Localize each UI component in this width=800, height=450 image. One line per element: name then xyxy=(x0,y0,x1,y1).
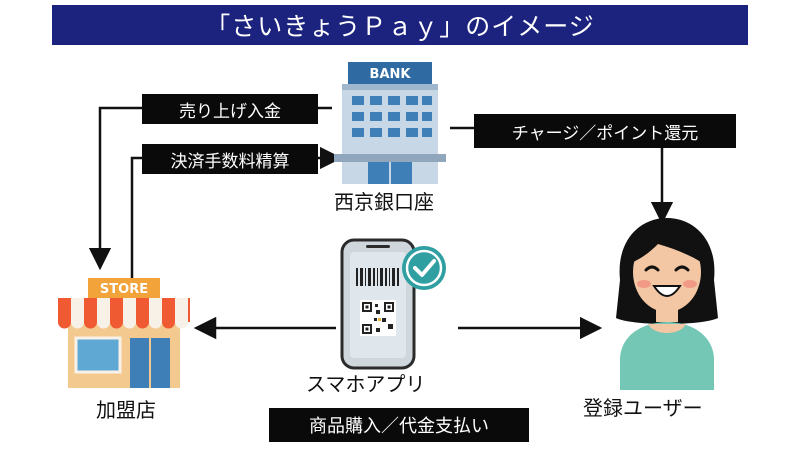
bank-building-icon: BANK xyxy=(334,62,446,184)
fee-label: 決済手数料精算 xyxy=(142,144,318,174)
store-sign-text: STORE xyxy=(100,282,148,297)
store-icon: STORE xyxy=(58,278,190,388)
user-person-icon xyxy=(616,218,718,390)
store-caption: 加盟店 xyxy=(96,398,156,422)
smartphone-qr-icon xyxy=(340,238,446,370)
charge-label-text: チャージ／ポイント還元 xyxy=(511,123,699,144)
charge-label: チャージ／ポイント還元 xyxy=(474,114,736,148)
user-caption: 登録ユーザー xyxy=(583,396,703,420)
app-caption: スマホアプリ xyxy=(306,372,426,396)
purchase-label-text: 商品購入／代金支払い xyxy=(309,416,489,437)
purchase-label: 商品購入／代金支払い xyxy=(269,408,529,442)
diagram-title: 「さいきょうＰａｙ」のイメージ xyxy=(205,12,595,41)
fee-arrow-line xyxy=(130,146,343,280)
deposit-arrow-line xyxy=(88,106,332,271)
fee-label-text: 決済手数料精算 xyxy=(170,151,290,172)
deposit-label-text: 売り上げ入金 xyxy=(179,101,281,122)
title-banner: 「さいきょうＰａｙ」のイメージ xyxy=(52,5,748,45)
deposit-label: 売り上げ入金 xyxy=(142,94,318,124)
checkmark-badge-icon xyxy=(402,246,446,290)
bank-caption: 西京銀口座 xyxy=(334,190,434,214)
bank-sign-text: BANK xyxy=(370,67,412,82)
